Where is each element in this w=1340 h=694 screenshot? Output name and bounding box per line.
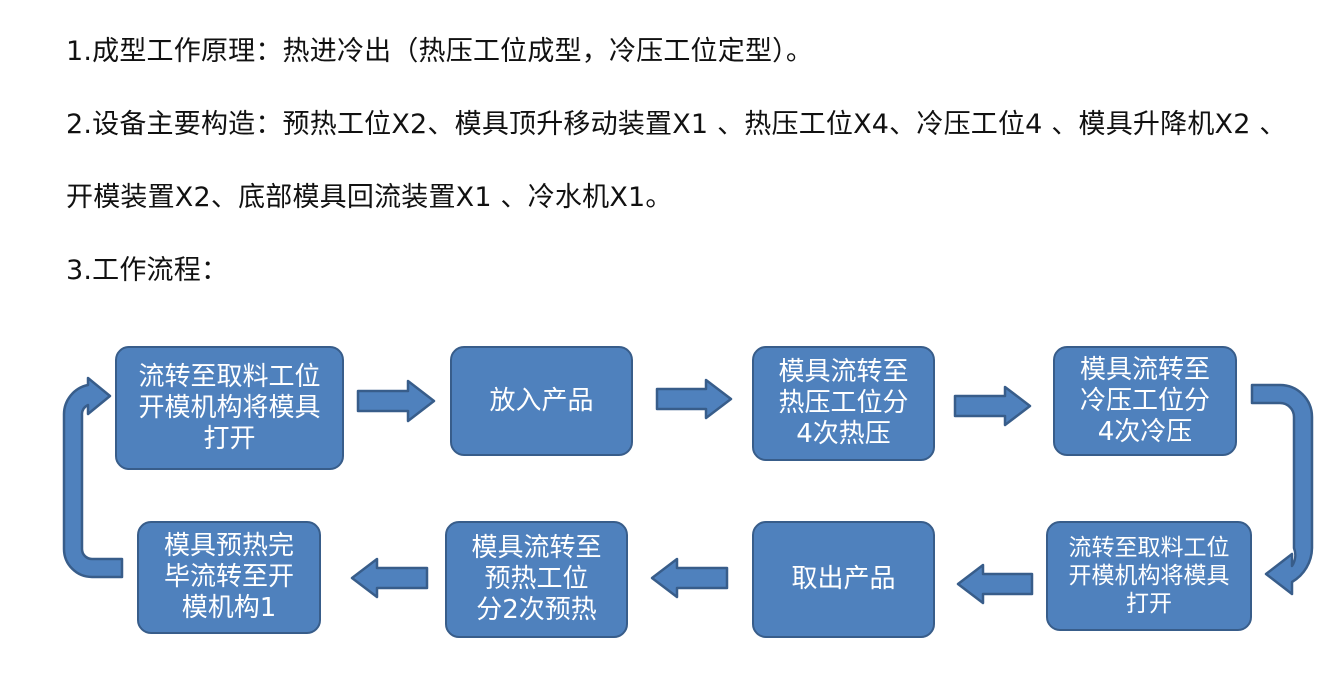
arrow-right-1 [356, 379, 436, 423]
arrow-left-3 [350, 557, 429, 599]
arrow-right-3 [953, 385, 1032, 427]
flow-step-open-mold-bottom: 流转至取料工位 开模机构将模具 打开 [1046, 521, 1252, 631]
flow-step-open-mold-top: 流转至取料工位 开模机构将模具 打开 [115, 346, 344, 470]
flow-step-insert-product: 放入产品 [450, 346, 633, 456]
working-principle-text: 1.成型工作原理：热进冷出（热压工位成型，冷压工位定型）。 [66, 36, 814, 67]
arrow-uturn-left [62, 376, 124, 579]
flow-step-hot-press: 模具流转至 热压工位分 4次热压 [752, 346, 935, 461]
main-structure-text-continued: 开模装置X2、底部模具回流装置X1 、冷水机X1。 [66, 182, 673, 213]
arrow-right-2 [655, 378, 733, 420]
flow-step-remove-product: 取出产品 [752, 521, 935, 638]
flow-step-preheat: 模具流转至 预热工位 分2次预热 [445, 521, 628, 638]
main-structure-text: 2.设备主要构造：预热工位X2、模具顶升移动装置X1 、热压工位X4、冷压工位4… [66, 109, 1287, 140]
arrow-uturn-right [1250, 383, 1314, 596]
flow-step-cold-press: 模具流转至 冷压工位分 4次冷压 [1053, 346, 1237, 456]
arrow-left-1 [956, 563, 1034, 605]
flow-step-preheat-done: 模具预热完 毕流转至开 模机构1 [137, 521, 321, 634]
arrow-left-2 [650, 557, 729, 599]
workflow-heading: 3.工作流程： [66, 255, 229, 286]
